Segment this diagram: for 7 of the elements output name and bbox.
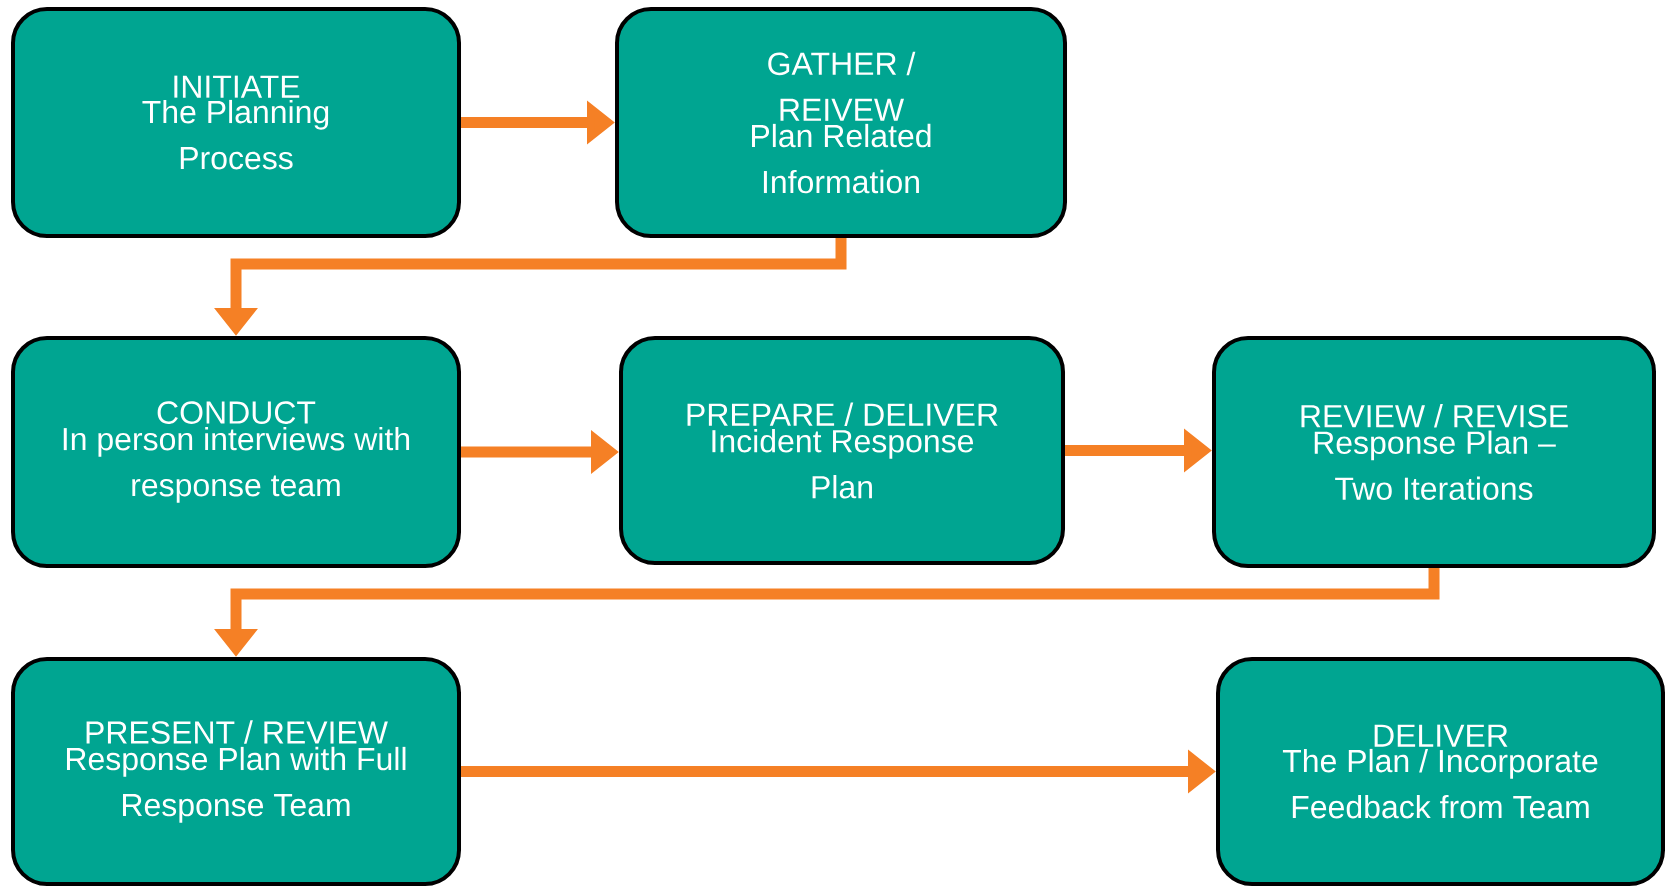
process-box: PREPARE / DELIVER Incident Response Plan xyxy=(619,336,1065,565)
process-box: PRESENT / REVIEW Response Plan with Full Response Team xyxy=(11,657,461,886)
process-box: INITIATE The Planning Process xyxy=(11,7,461,238)
process-box: REVIEW / REVISE Response Plan – Two Iterations xyxy=(1212,336,1656,568)
process-box: DELIVER The Plan / Incorporate Feedback from Team xyxy=(1216,657,1665,886)
process-box: GATHER / REIVEW Plan Related Information xyxy=(615,7,1067,238)
process-box: CONDUCT In person interviews with response team xyxy=(11,336,461,568)
